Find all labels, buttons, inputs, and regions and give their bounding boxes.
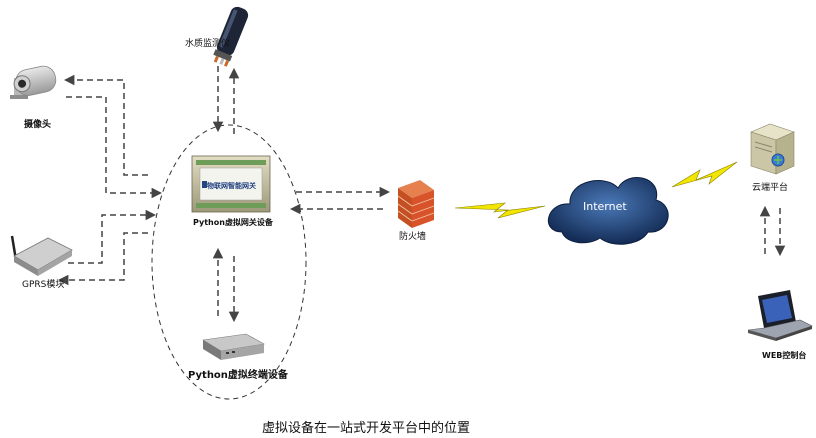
lightning-internet-cloud (671, 161, 738, 188)
internet-label: Internet (583, 200, 627, 213)
arrow-from-gprs (68, 209, 157, 264)
arrow-from-camera (66, 96, 163, 199)
cloud-platform-label: 云端平台 (752, 183, 789, 193)
firewall-icon (397, 180, 435, 228)
internet-cloud-icon (547, 177, 669, 245)
device-group-ellipse (151, 124, 307, 400)
laptop-icon (747, 290, 813, 341)
connection-arrows (57, 66, 786, 323)
water-monitor-label: 水质监测仪 (185, 39, 231, 49)
gateway-label: Python虚拟网关设备 (193, 218, 273, 227)
web-console-label: WEB控制台 (762, 351, 807, 360)
firewall-label: 防火墙 (399, 232, 427, 242)
terminal-device-icon (202, 333, 265, 360)
gateway-device-icon (191, 155, 271, 213)
lightning-firewall-internet (454, 202, 546, 219)
water-monitor-icon (213, 6, 249, 67)
gateway-screen-text: 物联网智能网关 (207, 182, 256, 190)
gprs-module-icon (10, 235, 73, 276)
terminal-label: Python虚拟终端设备 (188, 370, 288, 381)
arrow-to-gprs-bottom (57, 232, 148, 286)
camera-icon (10, 65, 57, 99)
gprs-label: GPRS模块 (22, 280, 65, 290)
server-icon (750, 123, 795, 175)
arrow-to-camera (63, 74, 148, 176)
figure-caption: 虚拟设备在一站式开发平台中的位置 (262, 421, 471, 436)
camera-label: 摄像头 (24, 120, 52, 130)
